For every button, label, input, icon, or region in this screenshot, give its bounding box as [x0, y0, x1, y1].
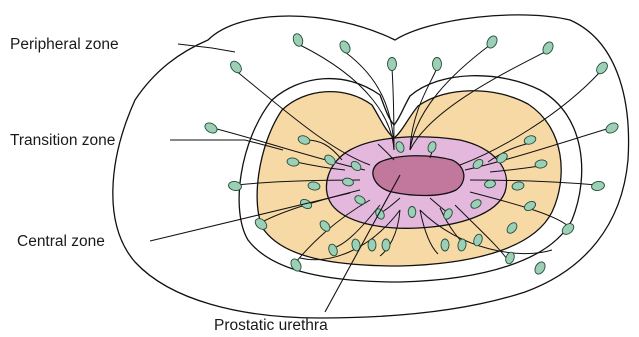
peripheral-zone-label: Peripheral zone: [10, 36, 119, 53]
transition-zone-label: Transition zone: [10, 132, 115, 149]
prostatic-urethra-label: Prostatic urethra: [214, 317, 328, 334]
central-zone-label: Central zone: [17, 233, 105, 250]
prostatic-urethra-lumen: [373, 156, 464, 196]
